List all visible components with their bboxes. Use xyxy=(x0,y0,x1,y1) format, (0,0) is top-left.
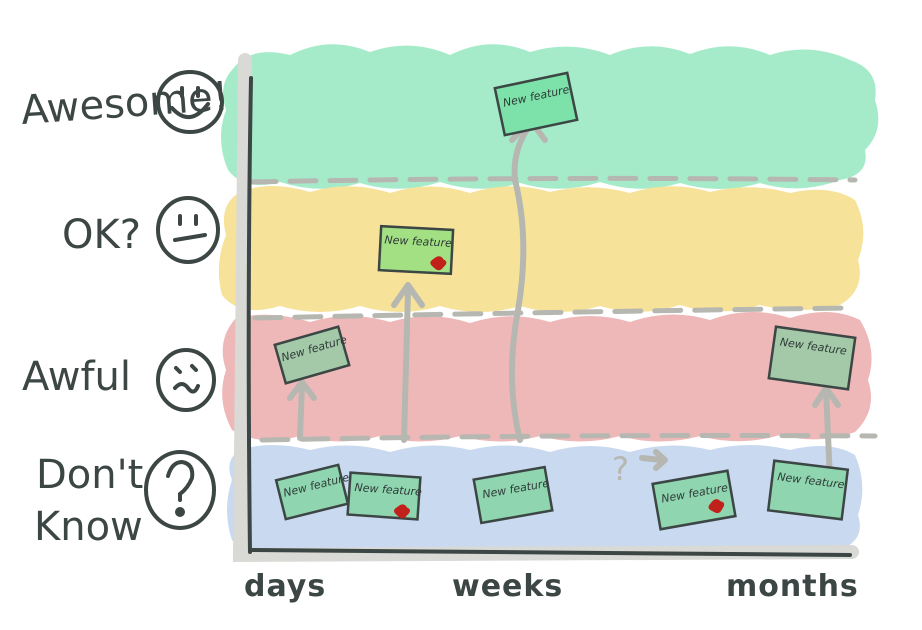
confused-face-icon xyxy=(156,348,216,412)
feature-card: New feature xyxy=(346,471,422,521)
arrow-question xyxy=(639,455,665,463)
feature-card-label: New feature xyxy=(354,481,422,499)
progress-arrows xyxy=(287,117,841,483)
red-blob xyxy=(430,256,447,271)
question-face-icon xyxy=(144,450,216,530)
feature-card: New feature xyxy=(767,325,857,391)
axes xyxy=(232,53,859,563)
arrow-to-awesome xyxy=(509,122,533,443)
row-label-dont-know-line2: Know xyxy=(34,504,143,550)
row-label-awesome: Awesome! xyxy=(19,74,230,134)
feature-card: New feature xyxy=(493,71,579,137)
x-axis-line xyxy=(248,548,852,557)
arrow-to-awful-left xyxy=(297,382,305,441)
happy-face-icon xyxy=(156,70,224,134)
x-label-days: days xyxy=(244,569,326,604)
x-label-months: months xyxy=(726,569,859,604)
arrow-to-awful-right xyxy=(823,387,833,483)
feature-card: New feature xyxy=(472,465,554,525)
neutral-face-icon xyxy=(156,196,220,264)
row-labels: Awesome! OK? Awful Don't Know xyxy=(19,74,230,550)
y-axis-line xyxy=(246,76,253,554)
band-separators xyxy=(247,175,878,443)
red-blob xyxy=(708,499,725,514)
feature-card: New feature xyxy=(651,469,737,531)
arrow-to-ok xyxy=(401,287,411,443)
band-ok xyxy=(218,186,864,312)
row-label-awful: Awful xyxy=(22,354,131,400)
x-axis-labels: days weeks months xyxy=(244,569,859,604)
question-annotation: ? xyxy=(612,450,629,488)
row-label-ok: OK? xyxy=(62,212,141,258)
feature-card: New feature xyxy=(274,463,351,521)
feature-card: New feature xyxy=(377,224,455,276)
feature-card-label: New feature xyxy=(384,233,452,250)
band-awful xyxy=(222,311,872,442)
feature-card: New feature xyxy=(766,459,850,521)
red-blob xyxy=(393,504,411,519)
row-label-dont-know-line1: Don't xyxy=(36,452,143,498)
x-label-weeks: weeks xyxy=(452,569,563,604)
